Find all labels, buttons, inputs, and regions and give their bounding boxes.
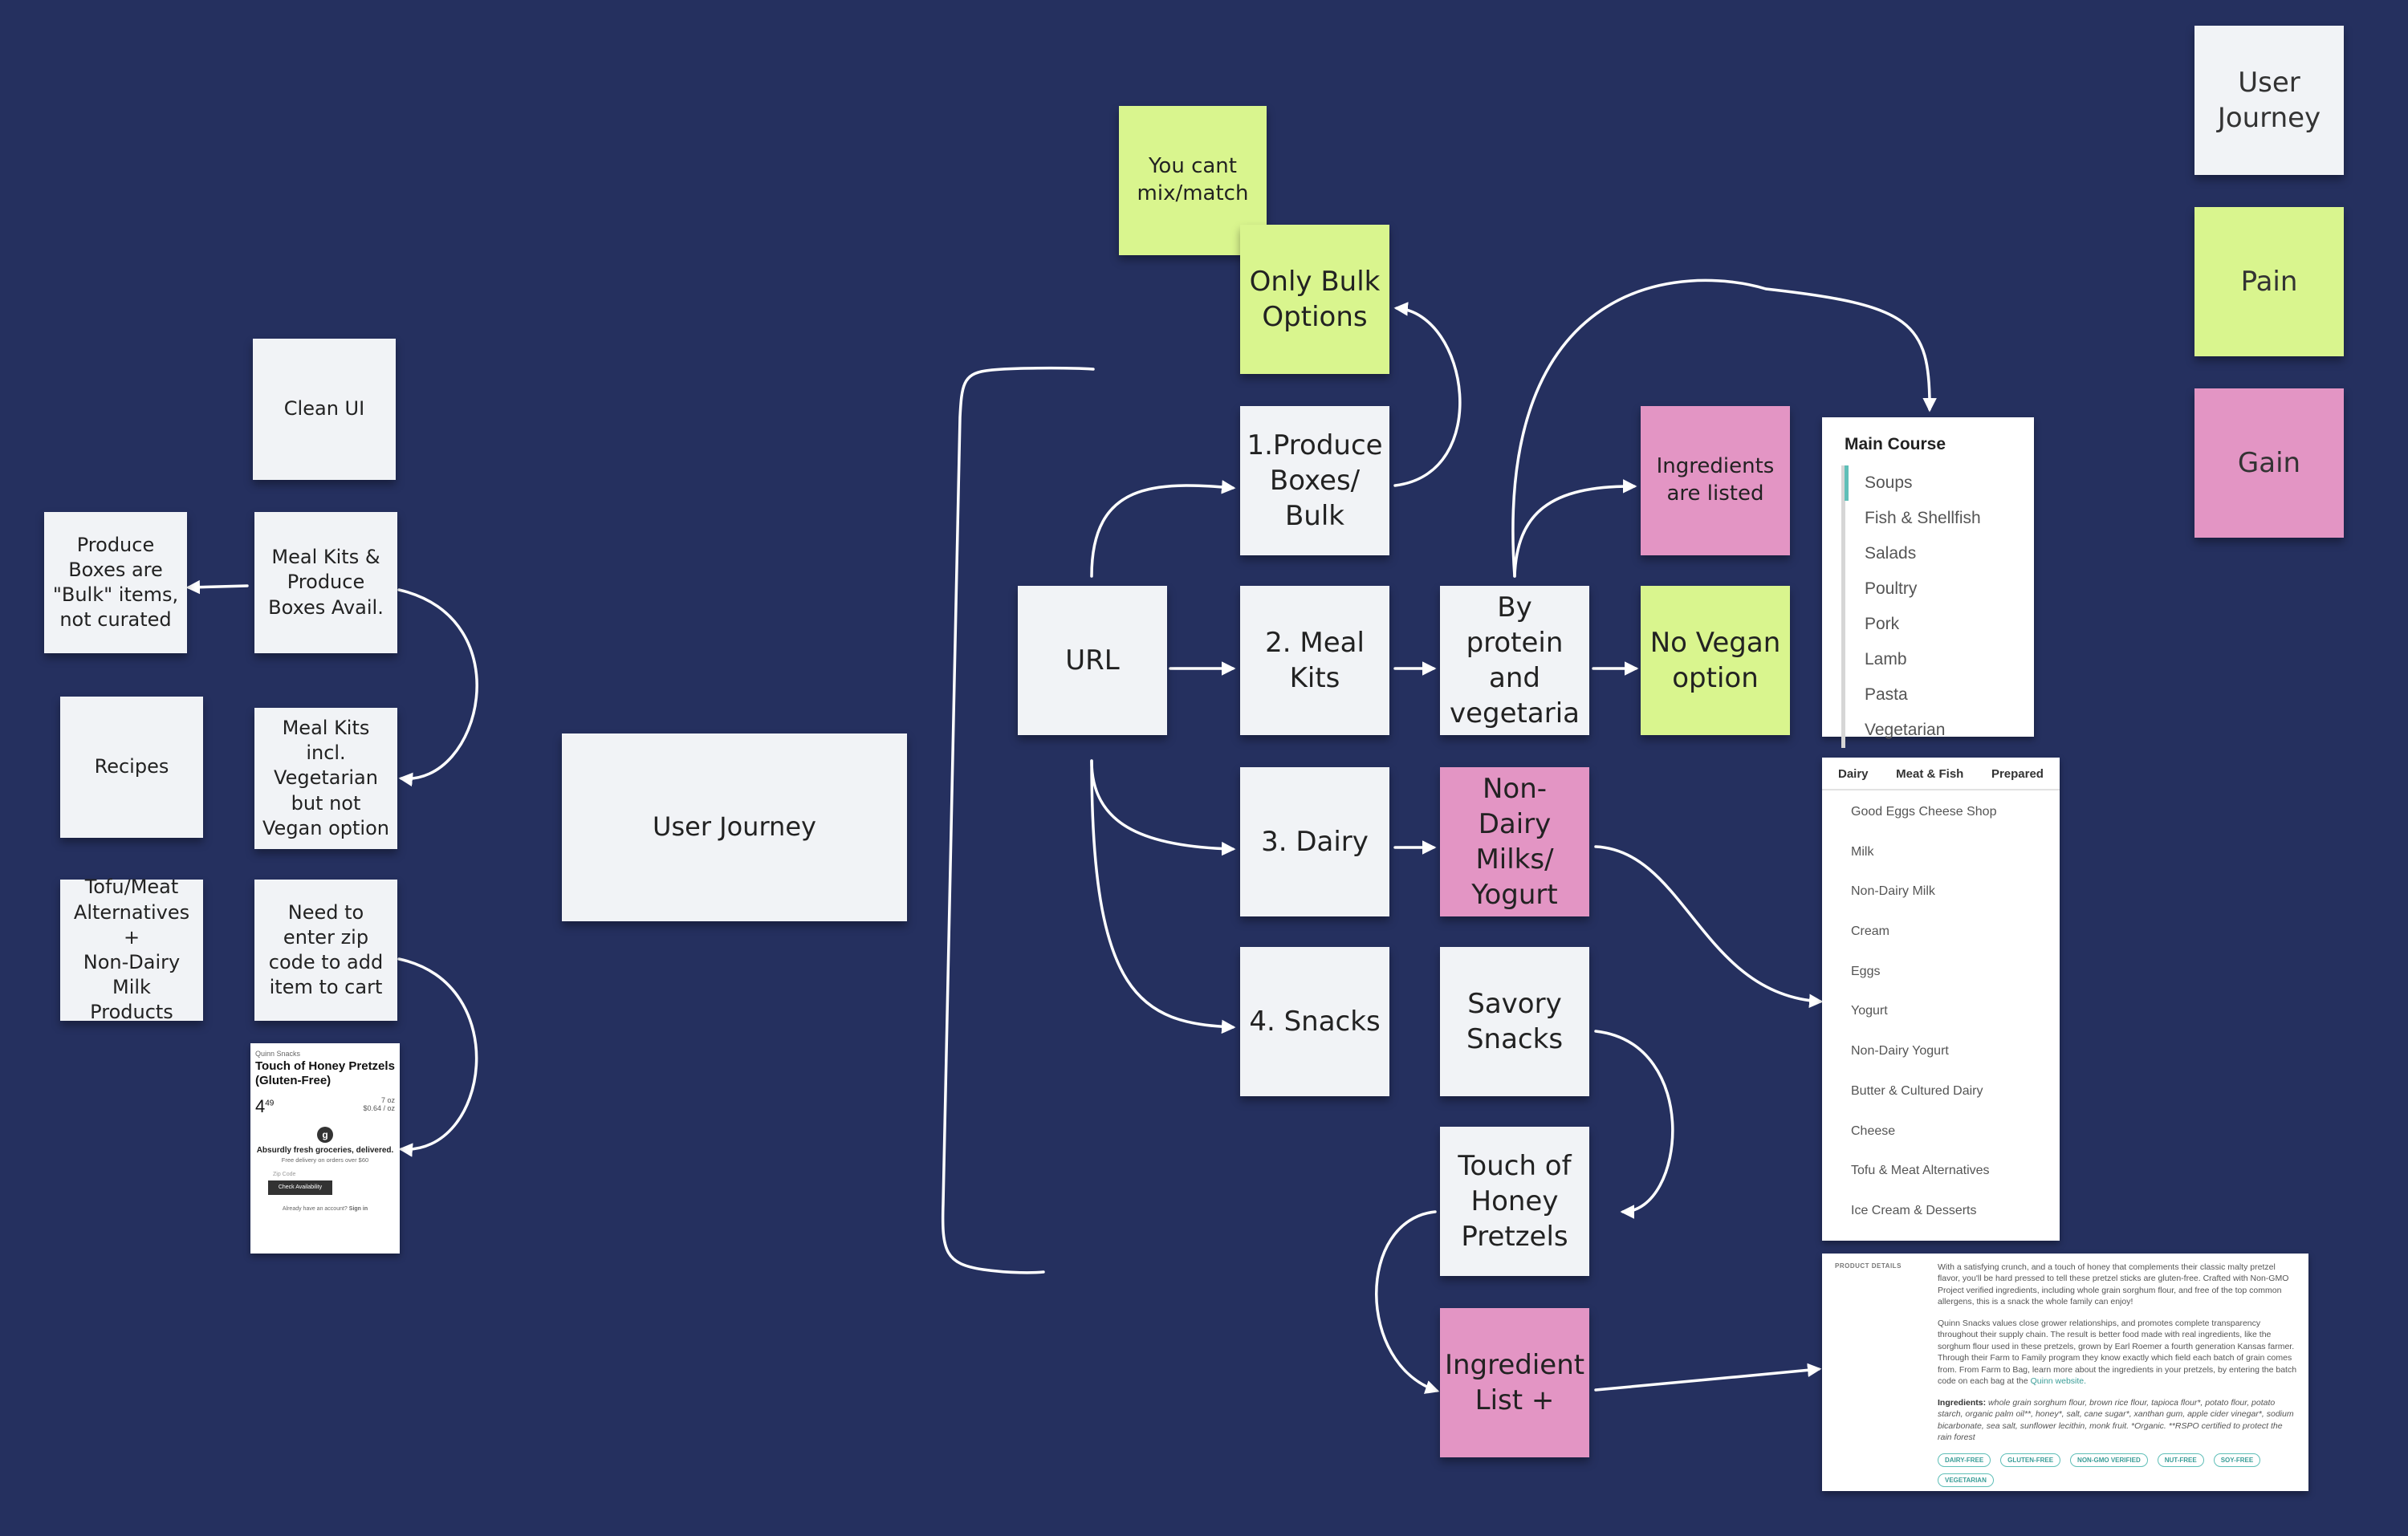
check-availability-button[interactable]: Check Availability (268, 1180, 332, 1195)
dairy-list-item[interactable]: Butter & Cultured Dairy (1851, 1083, 1983, 1098)
pretzel-product-screenshot: Quinn Snacks Touch of Honey Pretzels (Gl… (250, 1043, 400, 1254)
product-tags: DAIRY-FREE GLUTEN-FREE NON-GMO VERIFIED … (1938, 1453, 2297, 1487)
dairy-list-item[interactable]: Ice Cream & Desserts (1851, 1203, 1977, 1217)
sign-in-link[interactable]: Sign in (348, 1206, 368, 1212)
tab-prepared[interactable]: Prepared (1991, 767, 2044, 781)
tab-meat-fish[interactable]: Meat & Fish (1896, 767, 1964, 781)
note-clean-ui[interactable]: Clean UI (253, 339, 396, 480)
quinn-website-link[interactable]: Quinn website. (2030, 1376, 2087, 1387)
tag-badge[interactable]: GLUTEN-FREE (2000, 1453, 2061, 1467)
menu-item[interactable]: Soups (1845, 465, 2015, 501)
menu-item[interactable]: Fish & Shellfish (1865, 509, 1981, 527)
account-prompt: Already have an account? Sign in (282, 1206, 368, 1212)
note-zip-code[interactable]: Need to enter zip code to add item to ca… (254, 880, 397, 1021)
dairy-category-screenshot: Dairy Meat & Fish Prepared Good Eggs Che… (1822, 758, 2060, 1241)
dairy-list-item[interactable]: Good Eggs Cheese Shop (1851, 805, 1997, 819)
arrow-protein-to-ingredients (1513, 479, 1637, 578)
product-details-label: PRODUCT DETAILS (1835, 1262, 1902, 1270)
dairy-list-item[interactable]: Milk (1851, 844, 1874, 859)
dairy-list-item[interactable]: Non-Dairy Yogurt (1851, 1044, 1949, 1059)
dairy-list-item[interactable]: Yogurt (1851, 1004, 1888, 1018)
note-user-journey[interactable]: User Journey (562, 733, 907, 921)
note-meal-kits-produce[interactable]: Meal Kits & Produce Boxes Avail. (254, 512, 397, 653)
note-url[interactable]: URL (1018, 586, 1167, 735)
note-savory-snacks[interactable]: Savory Snacks (1440, 947, 1589, 1096)
legend-pain[interactable]: Pain (2194, 207, 2344, 356)
dairy-list-item[interactable]: Non-Dairy Milk (1851, 884, 1935, 899)
arrow-savory-to-pretzels (1594, 1030, 1674, 1219)
menu-heading: Main Course (1845, 435, 1946, 453)
arrow-produce-to-bulk (1393, 302, 1462, 487)
note-recipes[interactable]: Recipes (60, 697, 203, 838)
note-touch-of-honey[interactable]: Touch of Honey Pretzels (1440, 1127, 1589, 1276)
note-meal-kits-vegetarian[interactable]: Meal Kits incl. Vegetarian but not Vegan… (254, 708, 397, 849)
arrow-mealkits-to-vegetarian (397, 588, 478, 787)
dairy-list-item[interactable]: Cream (1851, 924, 1890, 939)
note-dairy[interactable]: 3. Dairy (1240, 767, 1389, 916)
pretzel-tagline: Absurdly fresh groceries, delivered. (256, 1146, 394, 1155)
menu-item[interactable]: Lamb (1865, 650, 1907, 668)
menu-item[interactable]: Vegetarian (1865, 721, 1946, 739)
free-delivery-text: Free delivery on orders over $60 (281, 1156, 369, 1164)
arrow-nondairy-to-dairyshot (1594, 845, 1824, 1008)
tag-badge[interactable]: VEGETARIAN (1938, 1473, 1994, 1487)
note-by-protein[interactable]: By protein and vegetaria (1440, 586, 1589, 735)
note-snacks[interactable]: 4. Snacks (1240, 947, 1389, 1096)
pretzel-title: Touch of Honey Pretzels (Gluten-Free) (255, 1059, 395, 1087)
menu-item[interactable]: Salads (1865, 544, 1917, 563)
arrow-pretzels-to-ingredientlist (1375, 1210, 1440, 1394)
tag-badge[interactable]: SOY-FREE (2213, 1453, 2261, 1467)
arrow-url-to-produce (1090, 480, 1236, 578)
note-only-bulk[interactable]: Only Bulk Options (1240, 225, 1389, 374)
note-ingredient-list[interactable]: Ingredient List + (1440, 1308, 1589, 1457)
tag-badge[interactable]: NON-GMO VERIFIED (2070, 1453, 2148, 1467)
main-course-menu-screenshot: Main Course Soups Fish & Shellfish Salad… (1822, 417, 2034, 748)
note-tofu-meat-alternatives[interactable]: Tofu/Meat Alternatives + Non-Dairy Milk … (60, 876, 203, 1023)
note-meal-kits[interactable]: 2. Meal Kits (1240, 586, 1389, 735)
legend-gain[interactable]: Gain (2194, 388, 2344, 538)
product-details-screenshot: PRODUCT DETAILS With a satisfying crunch… (1822, 1254, 2308, 1491)
pretzel-price: 449 (255, 1096, 275, 1116)
note-non-dairy[interactable]: Non-Dairy Milks/ Yogurt (1440, 767, 1589, 916)
note-ingredients-listed[interactable]: Ingredients are listed (1641, 406, 1790, 555)
category-tabs: Dairy Meat & Fish Prepared (1822, 758, 2060, 790)
arrow-url-to-dairy (1090, 759, 1236, 856)
journey-bracket (941, 366, 1095, 1274)
dairy-list-item[interactable]: Cheese (1851, 1124, 1896, 1138)
dairy-list-item[interactable]: Tofu & Meat Alternatives (1851, 1164, 1990, 1178)
zip-code-field[interactable]: Zip Code (273, 1172, 296, 1177)
dairy-list-item[interactable]: Eggs (1851, 964, 1881, 978)
good-eggs-logo-icon: g (317, 1127, 333, 1143)
arrow-mealkits-to-produceboxes (185, 579, 249, 595)
note-no-vegan[interactable]: No Vegan option (1641, 586, 1790, 735)
arrow-zip-to-pretzelshot (397, 957, 478, 1157)
arrow-url-to-snacks (1090, 759, 1236, 1034)
legend-user-journey[interactable]: User Journey (2194, 26, 2344, 175)
tag-badge[interactable]: NUT-FREE (2157, 1453, 2204, 1467)
menu-item[interactable]: Pork (1865, 615, 1900, 633)
menu-item[interactable]: Poultry (1865, 579, 1918, 598)
menu-list: Soups Fish & Shellfish Salads Poultry Po… (1841, 465, 2015, 748)
arrow-protein-to-menu (1511, 278, 1937, 578)
note-produce-boxes-bulk[interactable]: Produce Boxes are "Bulk" items, not cura… (44, 512, 187, 653)
note-you-cant-mix[interactable]: You cant mix/match (1119, 106, 1267, 255)
note-produce-boxes[interactable]: 1.Produce Boxes/ Bulk (1240, 406, 1389, 555)
product-description: With a satisfying crunch, and a touch of… (1938, 1262, 2289, 1307)
product-farm-story: Quinn Snacks values close grower relatio… (1938, 1318, 2297, 1387)
tab-dairy[interactable]: Dairy (1838, 767, 1869, 781)
menu-item[interactable]: Pasta (1865, 685, 1908, 704)
dairy-list: Good Eggs Cheese Shop Milk Non-Dairy Mil… (1822, 790, 2060, 1244)
tag-badge[interactable]: DAIRY-FREE (1938, 1453, 1991, 1467)
arrow-ingredientlist-to-productshot (1594, 1363, 1822, 1392)
pretzel-size: 7 oz$0.64 / oz (363, 1096, 395, 1112)
product-ingredients: Ingredients: whole grain sorghum flour, … (1938, 1397, 2294, 1443)
pretzel-brand: Quinn Snacks (255, 1050, 301, 1058)
